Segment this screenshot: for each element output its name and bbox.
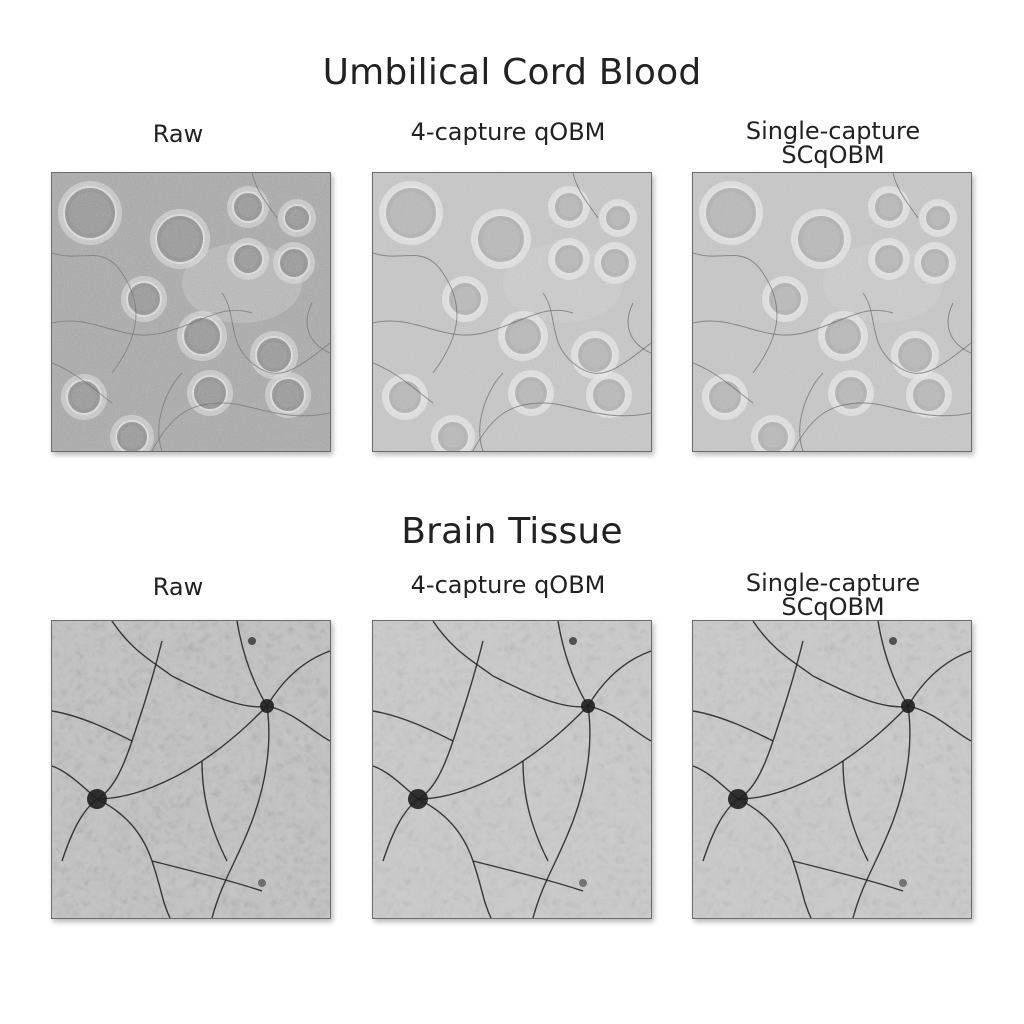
image-brain-qobm bbox=[372, 620, 652, 919]
label-cord-raw: Raw bbox=[152, 120, 204, 148]
image-brain-raw bbox=[51, 620, 331, 919]
label-brain-scqobm: Single-capture SCqOBM bbox=[745, 569, 921, 621]
label-brain-raw: Raw bbox=[152, 573, 204, 601]
section-title-brain-tissue: Brain Tissue bbox=[401, 511, 623, 552]
label-cord-qobm: 4-capture qOBM bbox=[410, 118, 606, 146]
label-brain-qobm: 4-capture qOBM bbox=[410, 571, 606, 599]
image-cord-qobm bbox=[372, 172, 652, 452]
section-title-cord-blood: Umbilical Cord Blood bbox=[322, 52, 702, 93]
image-cord-raw bbox=[51, 172, 331, 452]
label-cord-scqobm: Single-capture SCqOBM bbox=[745, 117, 921, 169]
image-brain-scqobm bbox=[692, 620, 972, 919]
image-cord-scqobm bbox=[692, 172, 972, 452]
